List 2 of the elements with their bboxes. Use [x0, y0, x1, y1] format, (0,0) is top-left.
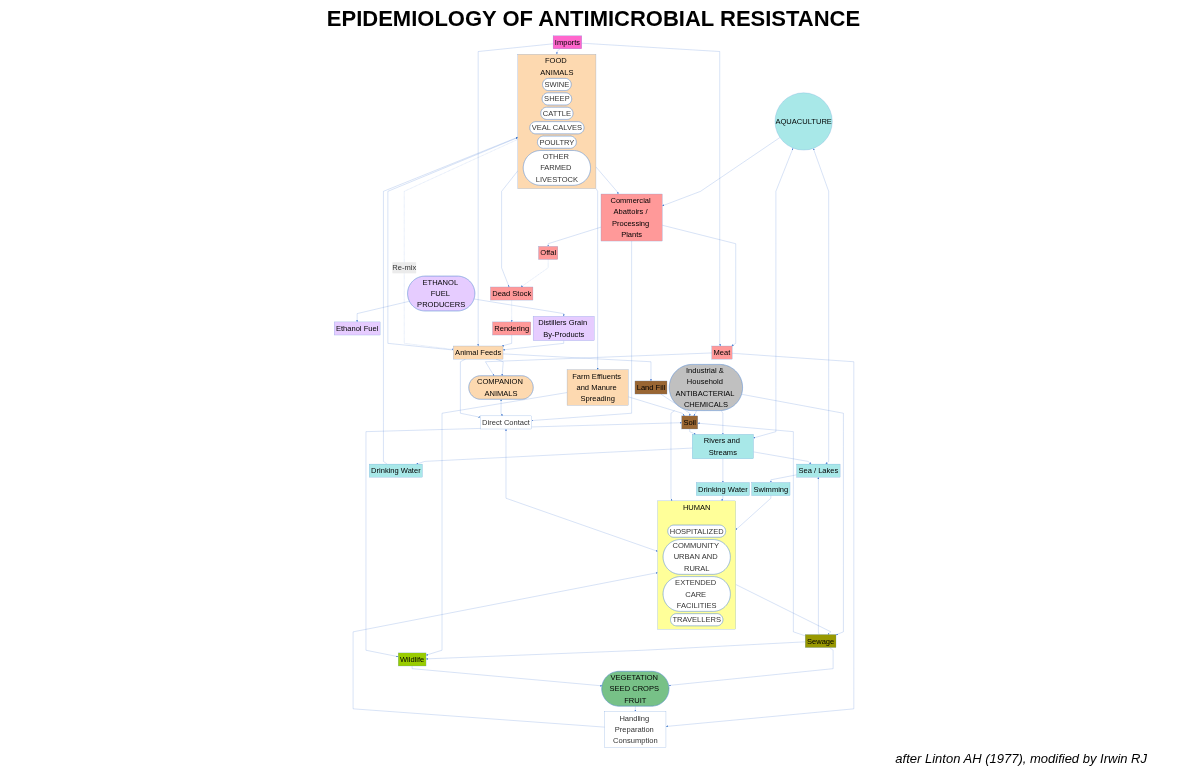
- diagram-title: EPIDEMIOLOGY OF ANTIMICROBIAL RESISTANCE: [326, 6, 861, 32]
- caption: after Linton AH (1977), modified by Irwin RJ: [895, 751, 1147, 766]
